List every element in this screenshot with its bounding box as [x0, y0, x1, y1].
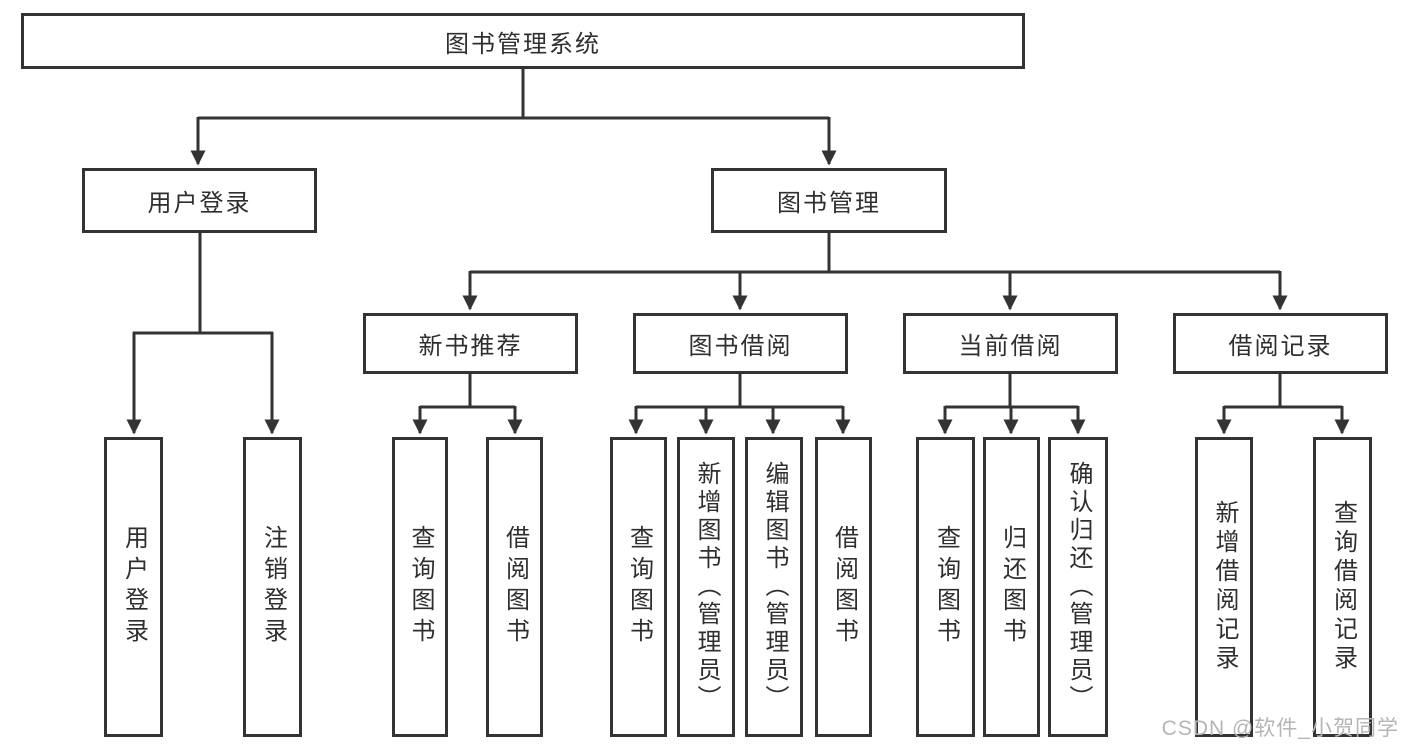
node-leaf-edit-book-admin: 编辑图书（管理员）: [745, 437, 803, 737]
node-label: 图书管理: [777, 190, 881, 217]
node-label: 图书借阅: [688, 333, 793, 360]
node-leaf-borrow-book-2: 借阅图书: [815, 437, 872, 737]
node-label: 图书管理系统: [445, 30, 601, 58]
node-label: 归还图书: [998, 525, 1026, 649]
node-leaf-logout: 注销登录: [243, 437, 302, 737]
node-label: 新增图书（管理员）: [693, 461, 720, 713]
node-leaf-query-book-3: 查询图书: [916, 437, 975, 737]
node-label: 新增借阅记录: [1211, 500, 1238, 674]
node-label: 借阅图书: [830, 525, 858, 649]
node-label: 查询借阅记录: [1329, 500, 1357, 674]
node-label: 当前借阅: [958, 333, 1063, 360]
node-book-borrow: 图书借阅: [633, 313, 848, 374]
node-label: 查询图书: [407, 525, 434, 649]
node-leaf-add-book-admin: 新增图书（管理员）: [677, 437, 735, 737]
node-label: 查询图书: [932, 525, 960, 649]
node-new-book-recommend: 新书推荐: [363, 313, 578, 374]
node-leaf-add-borrow-record: 新增借阅记录: [1195, 437, 1253, 737]
node-leaf-query-book-2: 查询图书: [610, 437, 667, 737]
node-label: 注销登录: [259, 525, 287, 649]
node-label: 确认归还（管理员）: [1065, 461, 1092, 713]
node-leaf-user-login: 用户登录: [104, 437, 163, 737]
node-label: 借阅图书: [501, 525, 529, 649]
node-label: 查询图书: [625, 525, 653, 649]
node-current-borrow: 当前借阅: [903, 313, 1118, 374]
node-library-system: 图书管理系统: [21, 13, 1025, 69]
node-leaf-borrow-book-1: 借阅图书: [486, 437, 543, 737]
node-label: 借阅记录: [1228, 333, 1333, 360]
node-leaf-confirm-return-admin: 确认归还（管理员）: [1048, 437, 1108, 737]
node-leaf-query-book-1: 查询图书: [392, 437, 448, 737]
node-borrow-record: 借阅记录: [1173, 313, 1388, 374]
node-book-management: 图书管理: [711, 168, 947, 233]
node-leaf-query-borrow-record: 查询借阅记录: [1313, 437, 1372, 737]
node-label: 编辑图书（管理员）: [761, 461, 788, 713]
node-label: 用户登录: [147, 190, 252, 217]
csdn-watermark: CSDN @软件_小贺同学: [1161, 717, 1399, 740]
node-label: 用户登录: [120, 525, 148, 649]
node-label: 新书推荐: [418, 333, 523, 360]
node-user-login-group: 用户登录: [82, 168, 317, 233]
node-leaf-return-book: 归还图书: [983, 437, 1040, 737]
